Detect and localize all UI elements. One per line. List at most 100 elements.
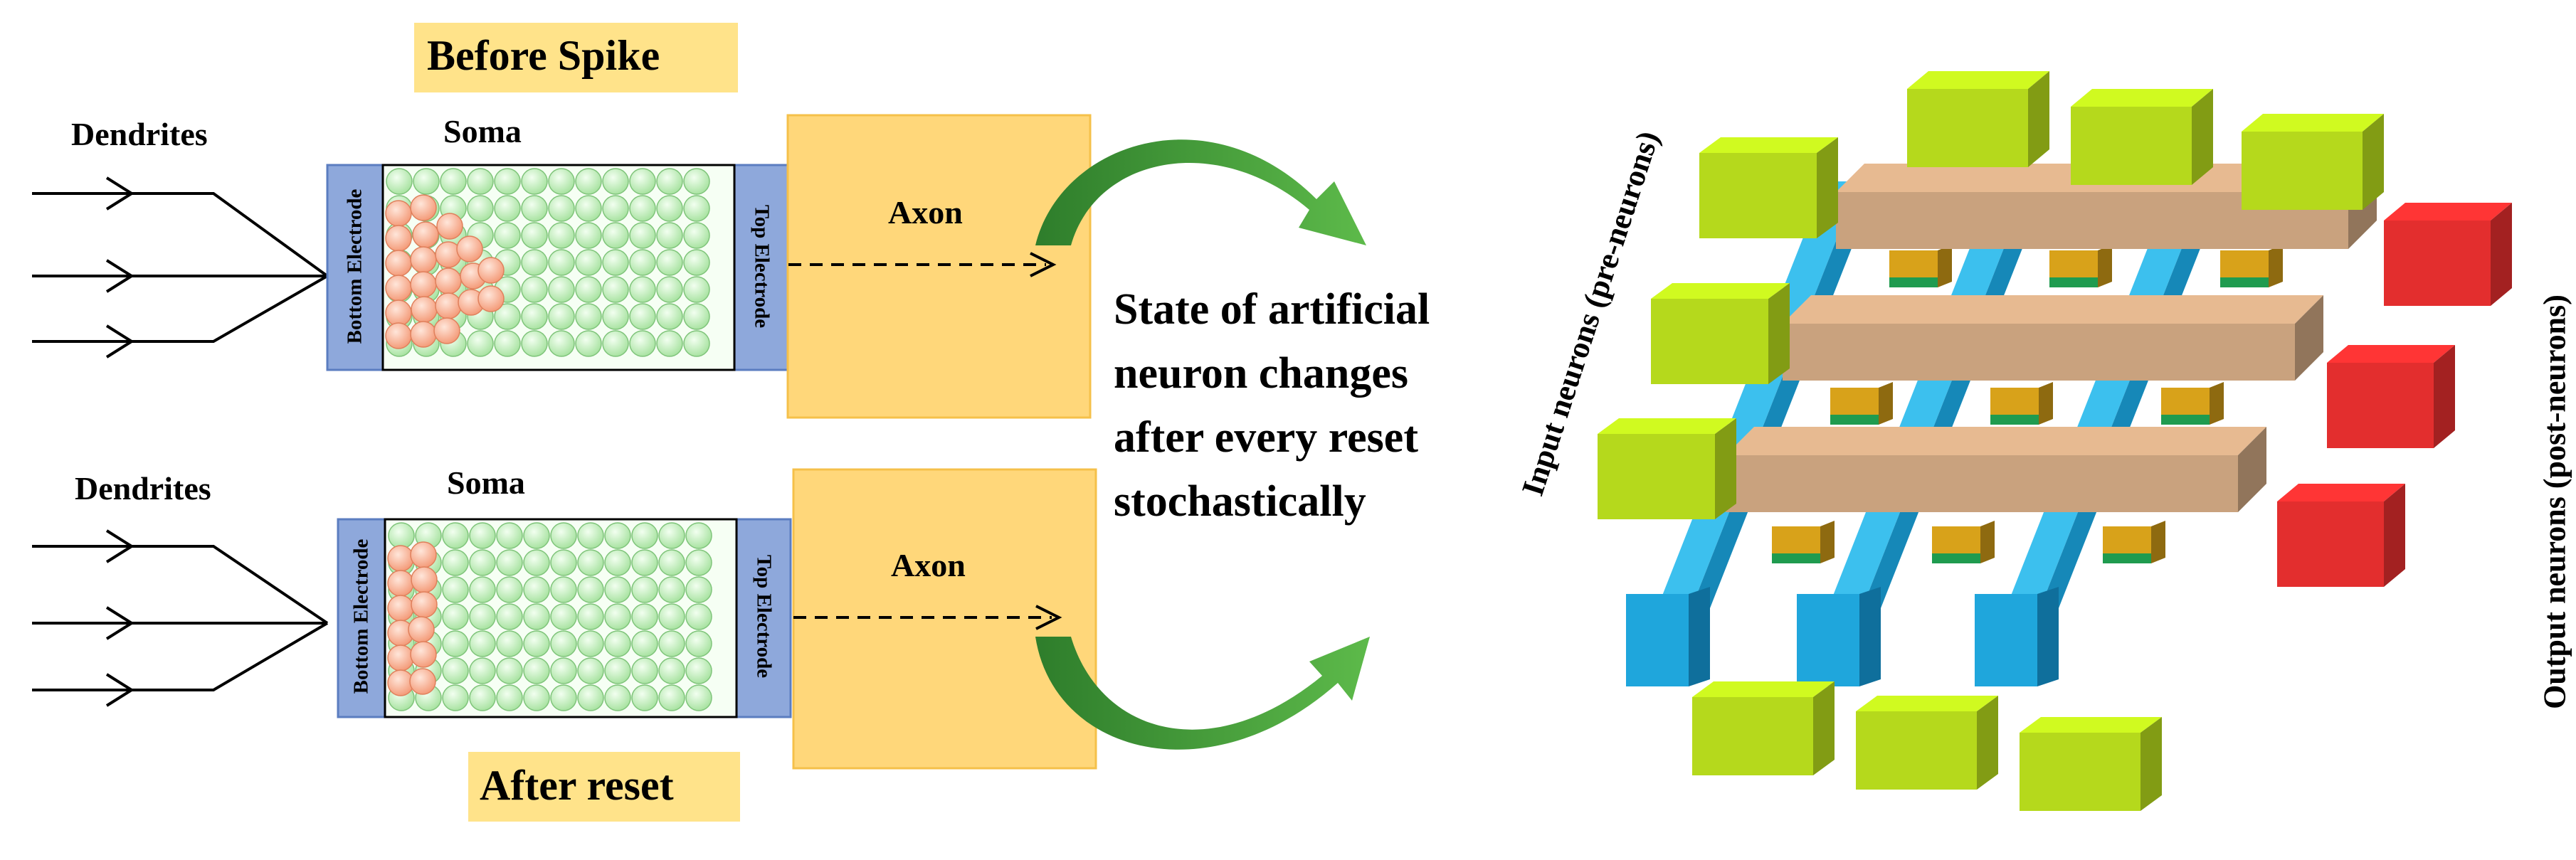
soma-grain — [683, 222, 710, 249]
soma-grain — [548, 249, 575, 276]
soma-grain — [521, 195, 548, 222]
soma-grain — [388, 522, 415, 549]
soma-grain — [604, 603, 631, 630]
pre-neuron — [1651, 283, 1790, 384]
soma-grain — [469, 522, 496, 549]
curved-arrow-top — [1035, 139, 1366, 245]
soma-grain — [629, 330, 656, 357]
soma-grain — [629, 276, 656, 303]
soma-grain — [496, 549, 523, 576]
soma-grain — [577, 549, 604, 576]
soma-grain — [521, 276, 548, 303]
soma-grain — [656, 303, 683, 330]
soma-grain — [469, 657, 496, 684]
soma-grain — [442, 522, 469, 549]
soma-grain — [496, 657, 523, 684]
memristor-cell — [1932, 521, 1995, 563]
before-spike-label: Before Spike — [427, 32, 660, 79]
conductive-grain — [385, 299, 412, 327]
conductive-grain — [408, 616, 435, 643]
soma-grain — [494, 303, 521, 330]
soma-grain — [575, 330, 602, 357]
soma-grain — [550, 684, 577, 711]
axon-box-top — [786, 114, 1092, 419]
soma-grain — [494, 222, 521, 249]
soma-grain — [521, 249, 548, 276]
soma-grain — [602, 249, 629, 276]
top-electrode-bottom — [735, 518, 792, 718]
before-spike-label-box — [414, 23, 738, 92]
bottom-electrode-label-bottom: Bottom Electrode — [349, 538, 373, 694]
state-text-line-2: neuron changes — [1114, 349, 1408, 398]
soma-grain — [386, 168, 413, 195]
soma-grain — [523, 576, 550, 603]
conductive-grain — [387, 595, 414, 622]
pre-neuron — [2020, 717, 2162, 811]
soma-grain — [658, 657, 685, 684]
bottom-electrode-label-top: Bottom Electrode — [343, 189, 366, 344]
soma-grain — [656, 195, 683, 222]
neuron-after-reset — [32, 468, 1370, 770]
axon-label-top: Axon — [888, 194, 963, 230]
top-electrode-bar — [1783, 295, 2323, 381]
memristor-cell — [2049, 245, 2112, 287]
soma-grain — [685, 684, 712, 711]
soma-grain — [658, 549, 685, 576]
curved-arrow-bottom — [1035, 637, 1370, 750]
soma-grain — [631, 549, 658, 576]
soma-grain — [656, 222, 683, 249]
pre-neuron — [1856, 696, 1998, 790]
soma-grain — [631, 522, 658, 549]
top-electrode-label-bottom: Top Electrode — [752, 554, 776, 679]
memristor-cell — [2161, 382, 2224, 425]
soma-grain — [683, 195, 710, 222]
conductive-grain — [436, 213, 463, 240]
soma-grain — [494, 168, 521, 195]
soma-grain — [683, 249, 710, 276]
soma-grain — [575, 276, 602, 303]
soma-grain — [469, 684, 496, 711]
soma-grain — [550, 522, 577, 549]
soma-grain — [550, 657, 577, 684]
soma-grain — [577, 684, 604, 711]
dendrites-label-top: Dendrites — [71, 116, 208, 152]
memristor-cell — [1772, 521, 1835, 563]
conductive-grain — [385, 250, 412, 277]
soma-grain — [467, 195, 494, 222]
soma-grain — [523, 603, 550, 630]
soma-grain — [631, 603, 658, 630]
soma-grain — [494, 195, 521, 222]
soma-grain — [548, 195, 575, 222]
top-electrode-bar — [1726, 427, 2266, 512]
soma-grain — [658, 630, 685, 657]
soma-grain — [602, 168, 629, 195]
soma-grain — [467, 168, 494, 195]
soma-grain — [442, 630, 469, 657]
soma-grain — [604, 630, 631, 657]
soma-grain — [629, 195, 656, 222]
state-text-line-3: after every reset — [1114, 413, 1418, 462]
soma-grain — [548, 303, 575, 330]
soma-grain — [550, 576, 577, 603]
conductive-grain — [410, 541, 437, 568]
soma-grain — [442, 603, 469, 630]
soma-grain — [577, 576, 604, 603]
soma-grain — [656, 168, 683, 195]
soma-grain — [575, 168, 602, 195]
soma-grain — [685, 630, 712, 657]
soma-grain — [494, 330, 521, 357]
soma-grain — [604, 549, 631, 576]
soma-grains-top — [385, 168, 710, 357]
soma-grain — [523, 684, 550, 711]
soma-grain — [496, 684, 523, 711]
soma-grain — [602, 276, 629, 303]
conductive-grain — [411, 296, 438, 323]
crossbar-array — [1598, 71, 2512, 811]
soma-grain — [467, 330, 494, 357]
soma-grain — [683, 168, 710, 195]
dendrites-top — [32, 176, 329, 359]
soma-grain — [602, 330, 629, 357]
conductive-grain — [385, 200, 412, 227]
